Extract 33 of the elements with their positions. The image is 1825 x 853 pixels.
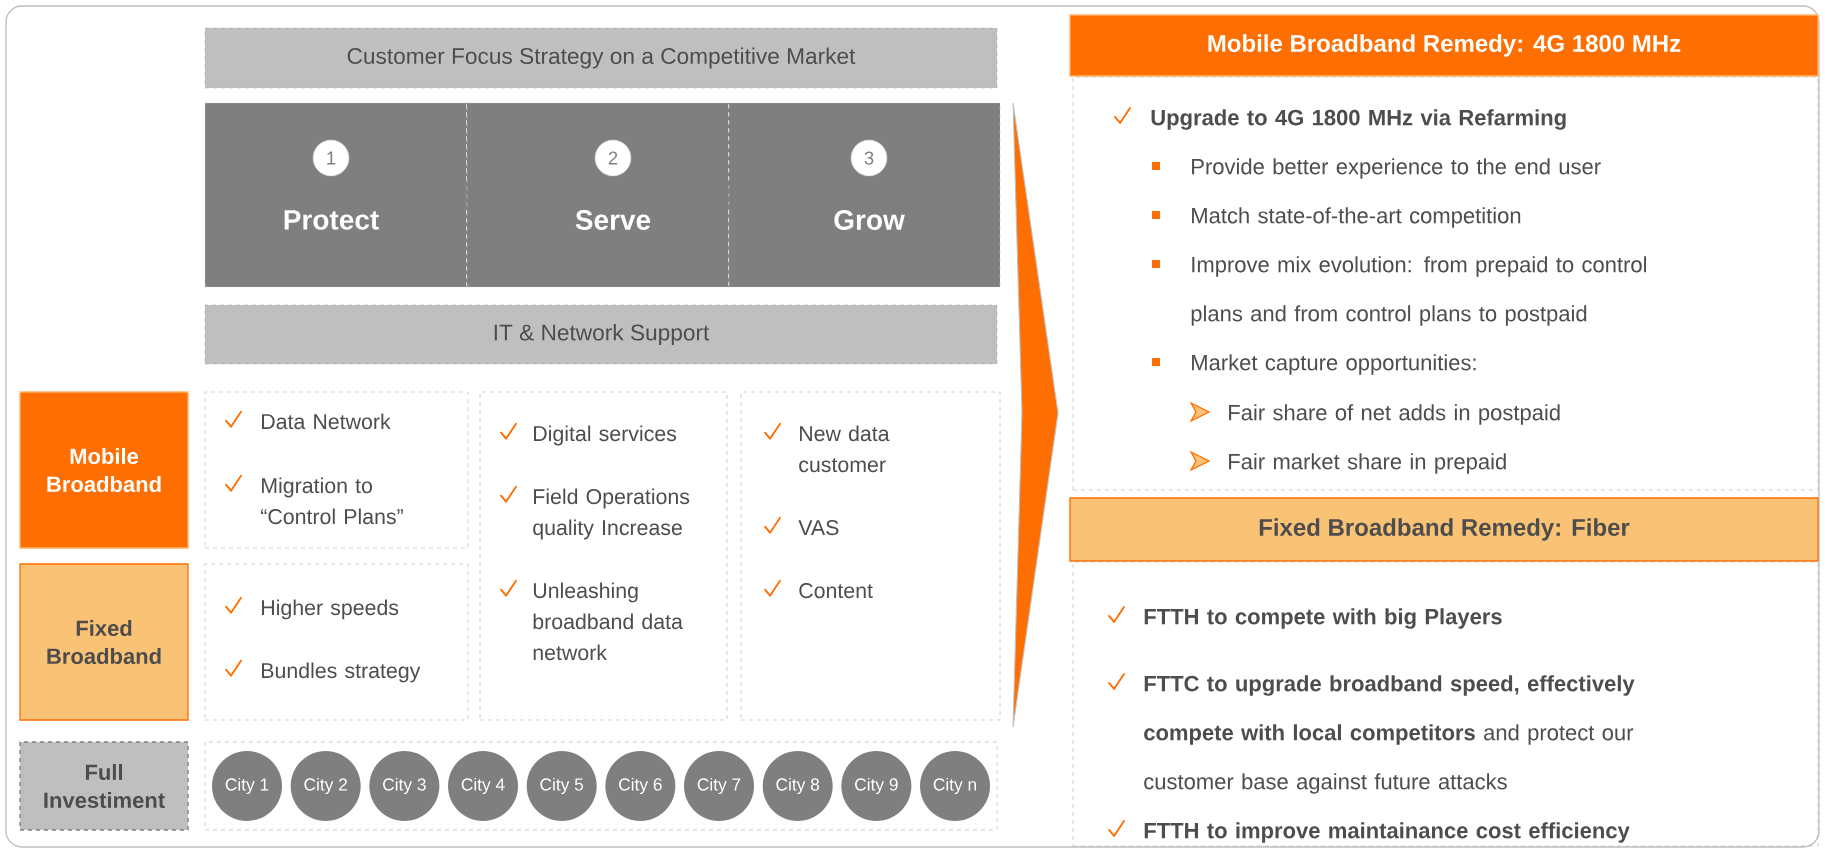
city-panel — [204, 741, 998, 831]
list-item: Bundles strategy — [225, 659, 421, 683]
list-item: FTTH to improve maintainance cost efficiency — [1108, 820, 1630, 843]
list-item: Data Network — [225, 410, 391, 430]
list-item: Market capture opportunities: — [1152, 354, 1476, 375]
list-item: Upgrade to 4G 1800 MHz via Refarming — [1114, 107, 1566, 130]
list-item: New data customer — [764, 422, 890, 473]
list-item: VAS — [764, 516, 839, 536]
row-label-box: Fixed Broadband — [19, 563, 189, 721]
list-item: Migration to “Control Plans” — [225, 474, 403, 525]
section-header: Fixed Broadband Remedy: Fiber — [1069, 497, 1819, 562]
list-item: Digital services — [500, 422, 677, 446]
list-item: Field Operations quality Increase — [500, 485, 690, 540]
number-badge: 2 — [594, 139, 632, 177]
row-label-box: Mobile Broadband — [19, 391, 189, 549]
section-header: Mobile Broadband Remedy: 4G 1800 MHz — [1069, 14, 1819, 77]
list-item: Higher speeds — [225, 596, 399, 620]
list-item: FTTH to compete with big Players — [1108, 606, 1502, 629]
title-band: IT & Network Support — [204, 304, 998, 365]
pointer-wedge — [1012, 102, 1059, 728]
number-badge: 3 — [850, 139, 888, 177]
piece-label: Serve — [575, 210, 651, 230]
list-item: Improve mix evolution: from prepaid to control plans and from control plans to postpaid — [1152, 256, 1646, 326]
piece-label: Grow — [834, 210, 905, 230]
piece-label: Protect — [284, 210, 379, 230]
number-badge: 1 — [312, 139, 350, 177]
row-label-box: Full Investiment — [19, 741, 189, 831]
list-item: Provide better experience to the end user — [1152, 158, 1601, 179]
list-item: Match state-of-the-art competition — [1152, 207, 1521, 228]
list-item: Unleashing broadband data network — [500, 579, 683, 661]
list-item: FTTC to upgrade broadband speed, effectively compete with local competitors and protect our customer base against future attacks — [1108, 673, 1635, 794]
list-item: Content — [764, 579, 873, 599]
title-band: Customer Focus Strategy on a Competitive Market — [204, 27, 998, 89]
